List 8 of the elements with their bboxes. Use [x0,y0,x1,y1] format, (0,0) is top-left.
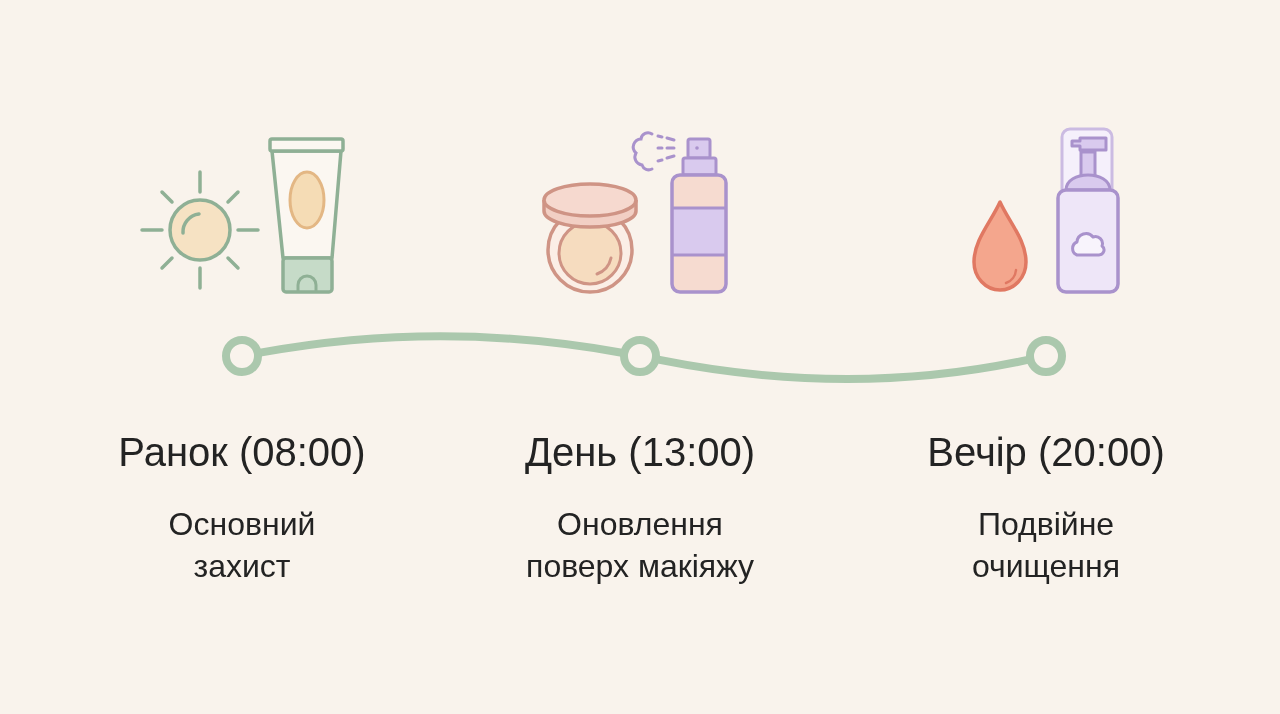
step-description: Оновлення поверх макіяжу [525,505,755,586]
step-description: Основний захист [168,505,316,586]
step-description: Подвійне очищення [971,505,1121,586]
time-label: Вечір (20:00) [927,429,1165,476]
time-label: Ранок (08:00) [118,429,366,476]
timeline-marker [222,336,262,376]
timeline-marker [1026,336,1066,376]
time-label: День (13:00) [524,429,756,476]
